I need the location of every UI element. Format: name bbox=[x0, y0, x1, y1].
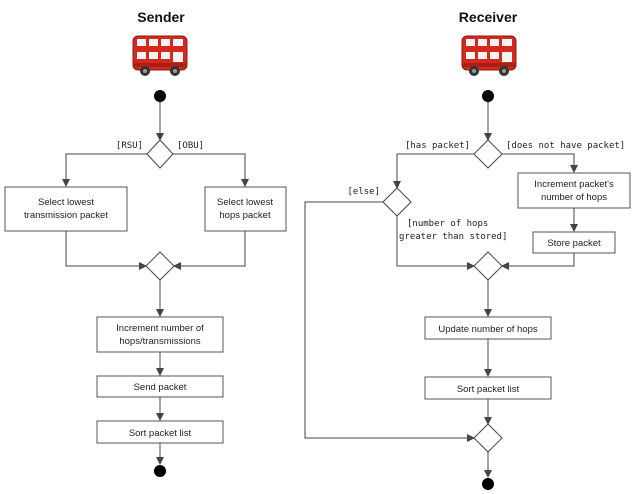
sort-packet-list-label: Sort packet list bbox=[129, 428, 192, 439]
store-packet-label: Store packet bbox=[547, 238, 601, 249]
guard-greater-line1: [number of hops bbox=[407, 219, 488, 229]
guard-obu: [OBU] bbox=[177, 141, 204, 151]
guard-else: [else] bbox=[347, 187, 380, 197]
select-hops-line1: Select lowest bbox=[217, 197, 273, 208]
increment-packet-hops-box bbox=[517, 172, 631, 209]
select-lowest-hops-box bbox=[204, 186, 287, 232]
select-hops-line2: hops packet bbox=[219, 210, 271, 221]
guard-has-packet: [has packet] bbox=[405, 141, 470, 151]
send-packet-label: Send packet bbox=[134, 382, 187, 393]
double-decker-bus-icon bbox=[461, 35, 517, 77]
select-lowest-transmission-box bbox=[4, 186, 128, 232]
increment-packet-line1: Increment packet's bbox=[534, 179, 614, 190]
receiver-merge-diamond bbox=[473, 251, 503, 281]
double-decker-bus-icon bbox=[132, 35, 188, 77]
receiver-decision-diamond bbox=[473, 139, 503, 169]
receiver-initial-node bbox=[482, 90, 494, 102]
increment-line2: hops/transmissions bbox=[119, 336, 201, 347]
receiver-final-node bbox=[482, 478, 494, 490]
increment-hops-transmissions-box bbox=[96, 316, 224, 353]
sender-merge-diamond bbox=[145, 251, 175, 281]
sender-decision-diamond bbox=[146, 139, 174, 169]
select-transmission-line2: transmission packet bbox=[24, 210, 108, 221]
sender-final-node bbox=[154, 465, 166, 477]
increment-line1: Increment number of bbox=[116, 323, 204, 334]
receiver-hops-decision-diamond bbox=[382, 187, 412, 217]
sender-initial-node bbox=[154, 90, 166, 102]
guard-greater-line2: greater than stored] bbox=[399, 232, 507, 242]
receiver-title: Receiver bbox=[459, 9, 518, 25]
receiver-sort-packet-list-label: Sort packet list bbox=[457, 384, 520, 395]
increment-packet-line2: number of hops bbox=[541, 192, 607, 203]
guard-rsu: [RSU] bbox=[116, 141, 143, 151]
sender-title: Sender bbox=[137, 9, 185, 25]
update-hops-label: Update number of hops bbox=[438, 324, 538, 335]
guard-does-not-have-packet: [does not have packet] bbox=[506, 141, 625, 151]
select-transmission-line1: Select lowest bbox=[38, 197, 94, 208]
receiver-final-merge-diamond bbox=[473, 423, 503, 453]
